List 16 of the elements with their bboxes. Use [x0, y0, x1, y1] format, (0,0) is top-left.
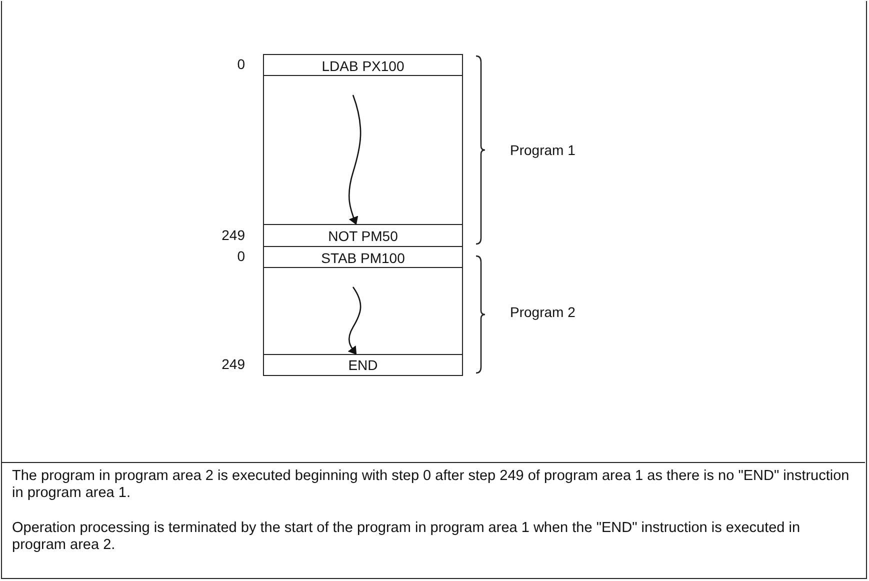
step-number: 0: [236, 56, 245, 72]
step-number: 0: [236, 248, 245, 264]
note-text: Operation processing is terminated by the start of the program in program area 1 when the "END" instruction is executed in program area 2.: [12, 520, 802, 554]
program-label: Program 2: [510, 304, 576, 320]
note-text: The program in program area 2 is executed beginning with step 0 after step 249 of program area 1 as there is no "END" instruction in program area 1.: [12, 468, 850, 502]
flow-arrow: [348, 94, 362, 225]
memory-area-box: [263, 75, 463, 226]
memory-area-box: [263, 267, 463, 356]
flow-arrow: [348, 286, 362, 355]
program-label: Program 1: [510, 142, 576, 158]
step-number: 249: [220, 227, 245, 243]
instruction-cell: END: [263, 354, 463, 376]
instruction-cell: NOT PM50: [263, 224, 463, 248]
step-number: 249: [220, 356, 245, 372]
instruction-cell: LDAB PX100: [263, 54, 463, 77]
instruction-cell: STAB PM100: [263, 246, 463, 269]
